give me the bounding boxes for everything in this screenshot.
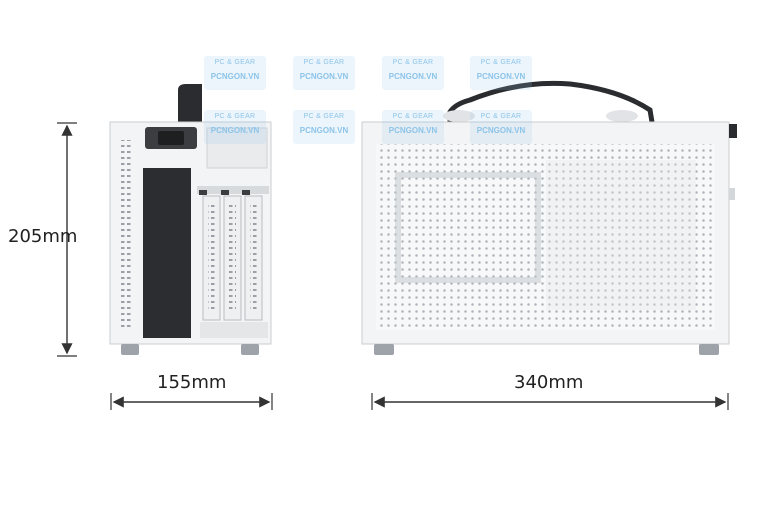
watermark-site: PCNGON.VN [210,126,260,135]
watermark-site: PCNGON.VN [388,126,438,135]
height-dimension-line [57,122,77,357]
watermark-site: PCNGON.VN [476,72,526,81]
case-back-view [109,84,272,355]
watermark: PC & GEAR PCNGON.VN [293,56,355,90]
watermark-site: PCNGON.VN [476,126,526,135]
case-side-view [361,80,737,355]
watermark-tag: PC & GEAR [214,113,256,120]
watermark: PC & GEAR PCNGON.VN [382,110,444,144]
watermark-site: PCNGON.VN [210,72,260,81]
watermark: PC & GEAR PCNGON.VN [204,56,266,90]
watermark-tag: PC & GEAR [303,113,345,120]
watermark-tag: PC & GEAR [303,59,345,66]
watermark: PC & GEAR PCNGON.VN [293,110,355,144]
watermark-tag: PC & GEAR [480,113,522,120]
watermark: PC & GEAR PCNGON.VN [382,56,444,90]
watermark: PC & GEAR PCNGON.VN [470,110,532,144]
watermark: PC & GEAR PCNGON.VN [470,56,532,90]
watermark: PC & GEAR PCNGON.VN [204,110,266,144]
watermark-tag: PC & GEAR [214,59,256,66]
watermark-tag: PC & GEAR [392,59,434,66]
width-dimension-line [110,393,273,410]
width-label: 155mm [157,372,227,393]
watermark-site: PCNGON.VN [299,72,349,81]
watermark-tag: PC & GEAR [392,113,434,120]
watermark-tag: PC & GEAR [480,59,522,66]
height-label: 205mm [8,226,78,247]
watermark-site: PCNGON.VN [388,72,438,81]
watermark-site: PCNGON.VN [299,126,349,135]
length-dimension-line [371,393,729,410]
length-label: 340mm [514,372,584,393]
